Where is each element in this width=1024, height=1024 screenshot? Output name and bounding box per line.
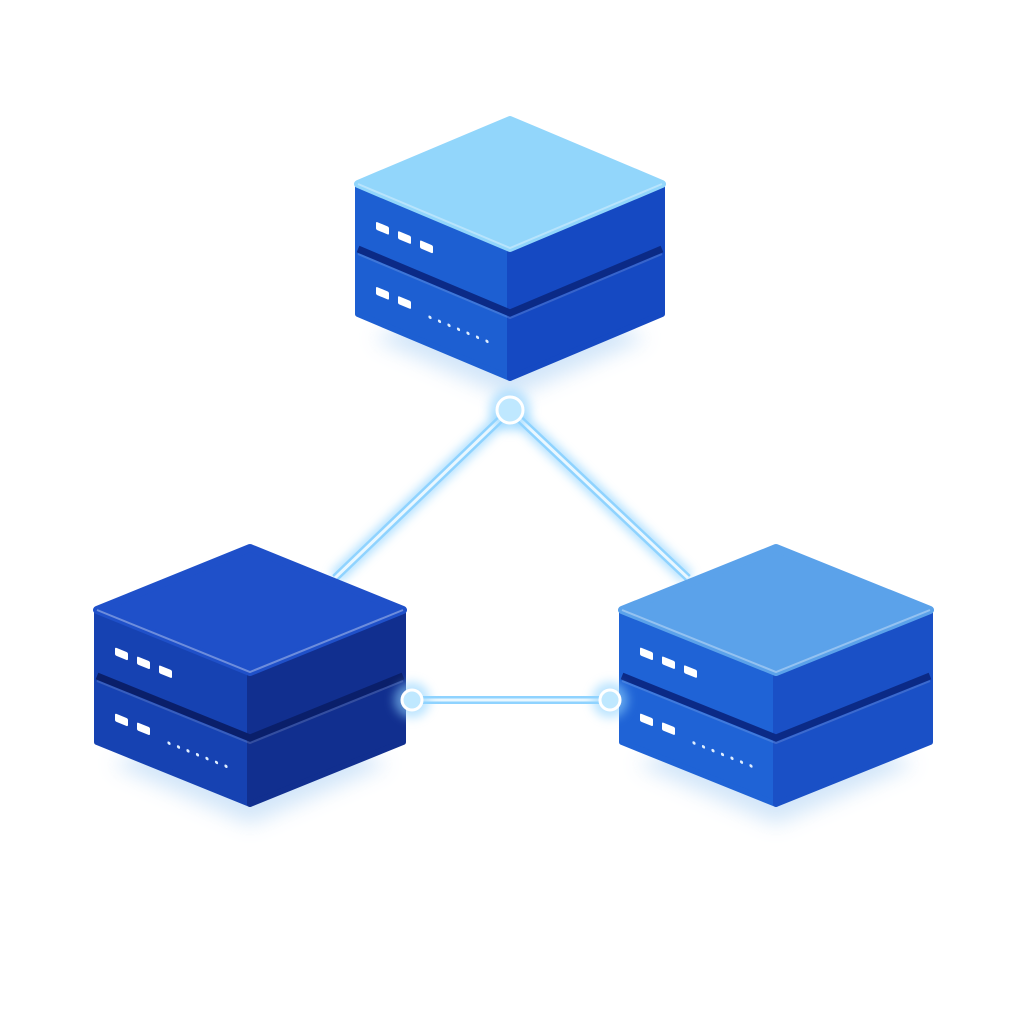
server-top-face (354, 116, 666, 252)
vent-dot (475, 335, 480, 340)
led-icon (640, 647, 653, 660)
server-bottom-left (93, 544, 407, 807)
led-icon (115, 647, 128, 661)
server-seam (356, 245, 664, 317)
led-icon (640, 713, 653, 726)
vent-dot (456, 327, 461, 332)
vent-dot (214, 760, 219, 765)
connection-nodes (394, 389, 628, 718)
connection-links (330, 404, 693, 707)
server-top-face (93, 544, 407, 676)
vent-dot (485, 339, 489, 344)
vent-dot (186, 749, 190, 753)
server-status-lights (376, 222, 489, 344)
vent-dot (195, 752, 200, 757)
vent-dot (692, 741, 696, 745)
led-icon (159, 665, 172, 678)
vent-dot (205, 756, 209, 761)
server-status-lights (640, 647, 753, 768)
server-seam (95, 672, 405, 742)
server-seam (620, 672, 932, 742)
vent-dot (739, 760, 744, 764)
led-icon (684, 665, 697, 678)
connection-node-top (489, 389, 531, 431)
vent-dot (437, 319, 442, 324)
vent-dot (466, 331, 470, 336)
vent-dot (176, 745, 181, 749)
server-status-lights (115, 647, 228, 769)
led-icon (137, 722, 150, 735)
led-icon (398, 296, 411, 309)
vent-dot (167, 741, 171, 745)
vent-dot (730, 756, 734, 761)
server-top-face (618, 544, 934, 676)
led-icon (115, 713, 128, 727)
link-top-bottom-right (505, 404, 693, 584)
led-icon (376, 222, 389, 235)
led-icon (398, 231, 411, 244)
vent-dot (720, 752, 725, 757)
link-top-bottom-left (330, 404, 515, 584)
vent-dot (701, 745, 706, 749)
led-icon (376, 287, 389, 300)
servers (93, 116, 934, 807)
connection-node-bottom-right (592, 682, 628, 718)
server-bottom-right (618, 544, 934, 807)
led-icon (662, 656, 675, 669)
vent-dot (749, 764, 753, 768)
connection-node-bottom-left (394, 682, 430, 718)
led-icon (137, 656, 150, 669)
led-icon (420, 240, 433, 254)
vent-dot (428, 315, 432, 320)
vent-dot (711, 748, 715, 753)
led-icon (662, 722, 675, 735)
vent-dot (224, 764, 228, 769)
server-top (354, 116, 666, 381)
vent-dot (447, 323, 451, 328)
